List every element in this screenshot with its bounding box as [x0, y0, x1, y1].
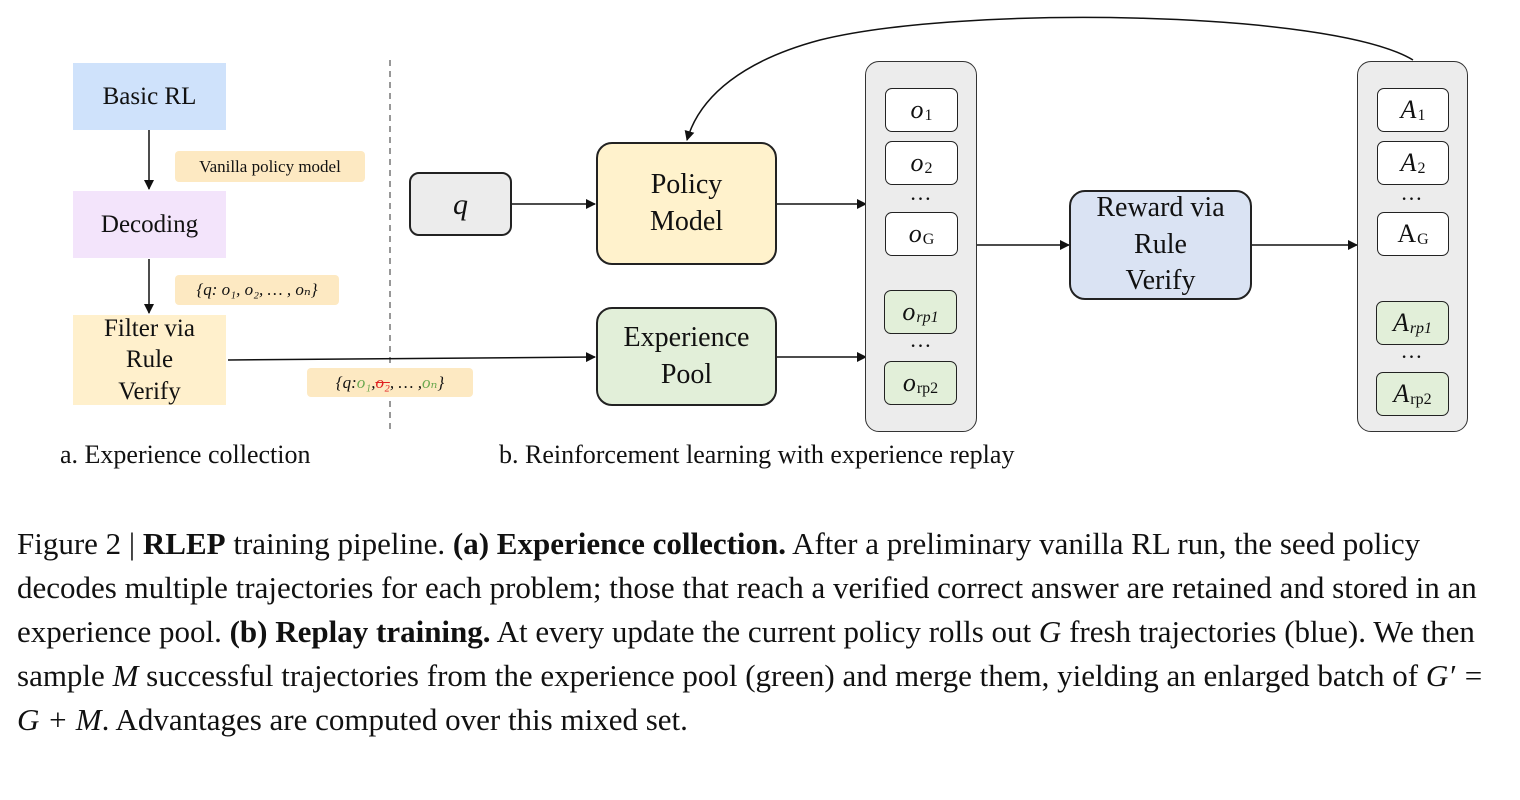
caption-b: b. Reinforcement learning with experienc… — [499, 440, 1015, 469]
advantage-aG-sub: G — [1417, 231, 1429, 248]
reward-label-line3: Verify — [1125, 265, 1196, 297]
advantage-arp2-sub: rp2 — [1410, 391, 1432, 408]
advantage-ellipsis-1: … — [1400, 180, 1424, 205]
filter-label-line1: Filter via — [104, 315, 195, 343]
output-orp2-sub: rp2 — [916, 380, 939, 397]
caption-formula: G′ = G + M — [17, 658, 1484, 737]
experience-label-line2: Pool — [660, 358, 713, 390]
filtered-removed-o2: o₂ — [375, 372, 390, 392]
vanilla-policy-label: Vanilla policy model — [199, 156, 341, 176]
filtered-kept-o1: o₁ — [356, 372, 372, 392]
caption-symbol-m: M — [112, 658, 139, 693]
output-oG-sub: G — [922, 231, 935, 248]
advantage-arp1-base: A — [1392, 308, 1409, 337]
output-orp2-base: o — [902, 368, 916, 397]
caption-text-3: At every update the current policy rolls… — [490, 614, 1039, 649]
caption-text-5: successful trajectories from the experie… — [138, 658, 1426, 693]
figure-method-name: RLEP — [142, 526, 226, 561]
filter-box: Filter via Rule Verify — [73, 315, 226, 405]
output-o1-base: o — [910, 95, 924, 124]
filtered-rest: , … , — [389, 372, 422, 392]
advantage-a2-base: A — [1400, 148, 1417, 177]
advantage-a1-sub: 1 — [1417, 107, 1426, 124]
filtered-set-tag: {q: o₁,o₂, … , oₙ} — [307, 368, 473, 397]
advantage-a2-sub: 2 — [1417, 160, 1426, 177]
filtered-close: } — [437, 372, 445, 392]
output-ellipsis-2: … — [909, 327, 933, 352]
trajectory-set-label: {q: o₁, o₂, … , oₙ} — [196, 280, 318, 299]
policy-model-box: Policy Model — [596, 142, 777, 265]
output-o2-sub: 2 — [924, 160, 933, 177]
filter-label-line3: Verify — [118, 377, 181, 405]
filter-label-line2: Rule — [125, 346, 174, 374]
filtered-kept-oN: oₙ — [421, 372, 438, 392]
vanilla-policy-tag: Vanilla policy model — [175, 151, 365, 182]
basic-rl-box: Basic RL — [73, 63, 226, 130]
output-oG-base: o — [908, 219, 922, 248]
caption-text-1: training pipeline. — [225, 526, 453, 561]
caption-a: a. Experience collection — [60, 440, 311, 469]
caption-text-6: . Advantages are computed over this mixe… — [101, 702, 688, 737]
caption-text-4: fresh trajectories (blue). We then sampl… — [17, 614, 1475, 693]
caption-text-2: After a preliminary vanilla RL run, the … — [17, 526, 1477, 649]
reward-label-line2: Rule — [1134, 228, 1187, 260]
query-label: q — [453, 187, 468, 221]
advantage-aG-base: A — [1397, 219, 1417, 248]
arrow-feedback-to-policy — [684, 16, 1414, 141]
basic-rl-label: Basic RL — [102, 82, 197, 110]
reward-label-line1: Reward via — [1096, 192, 1225, 224]
advantage-ellipsis-2: … — [1400, 338, 1424, 363]
trajectory-set-tag: {q: o₁, o₂, … , oₙ} — [175, 275, 339, 305]
output-o2-base: o — [910, 148, 924, 177]
caption-part-b-heading: (b) Replay training. — [229, 614, 491, 649]
caption-part-a-heading: (a) Experience collection. — [452, 526, 787, 561]
policy-label-line2: Model — [649, 205, 724, 237]
arrow-filter-to-pool — [227, 352, 596, 363]
advantage-a1-base: A — [1400, 95, 1417, 124]
advantage-arp1-sub: rp1 — [1409, 320, 1433, 337]
filtered-open: {q: — [335, 372, 357, 392]
experience-label-line1: Experience — [623, 322, 750, 354]
output-o1-sub: 1 — [924, 107, 933, 124]
query-box: q — [409, 172, 512, 236]
experience-pool-box: Experience Pool — [596, 307, 777, 406]
output-orp1-sub: rp1 — [916, 309, 939, 326]
decoding-box: Decoding — [73, 191, 226, 258]
figure-caption: Figure 2 | RLEP training pipeline. (a) E… — [17, 522, 1507, 742]
advantage-arp2-base: A — [1393, 379, 1410, 408]
policy-label-line1: Policy — [650, 169, 723, 201]
output-ellipsis-1: … — [909, 180, 933, 205]
reward-box: Reward via Rule Verify — [1069, 190, 1252, 300]
caption-symbol-g: G — [1038, 614, 1062, 649]
output-orp1-base: o — [902, 297, 916, 326]
decoding-label: Decoding — [100, 210, 199, 238]
figure-label: Figure 2 | — [17, 526, 143, 561]
